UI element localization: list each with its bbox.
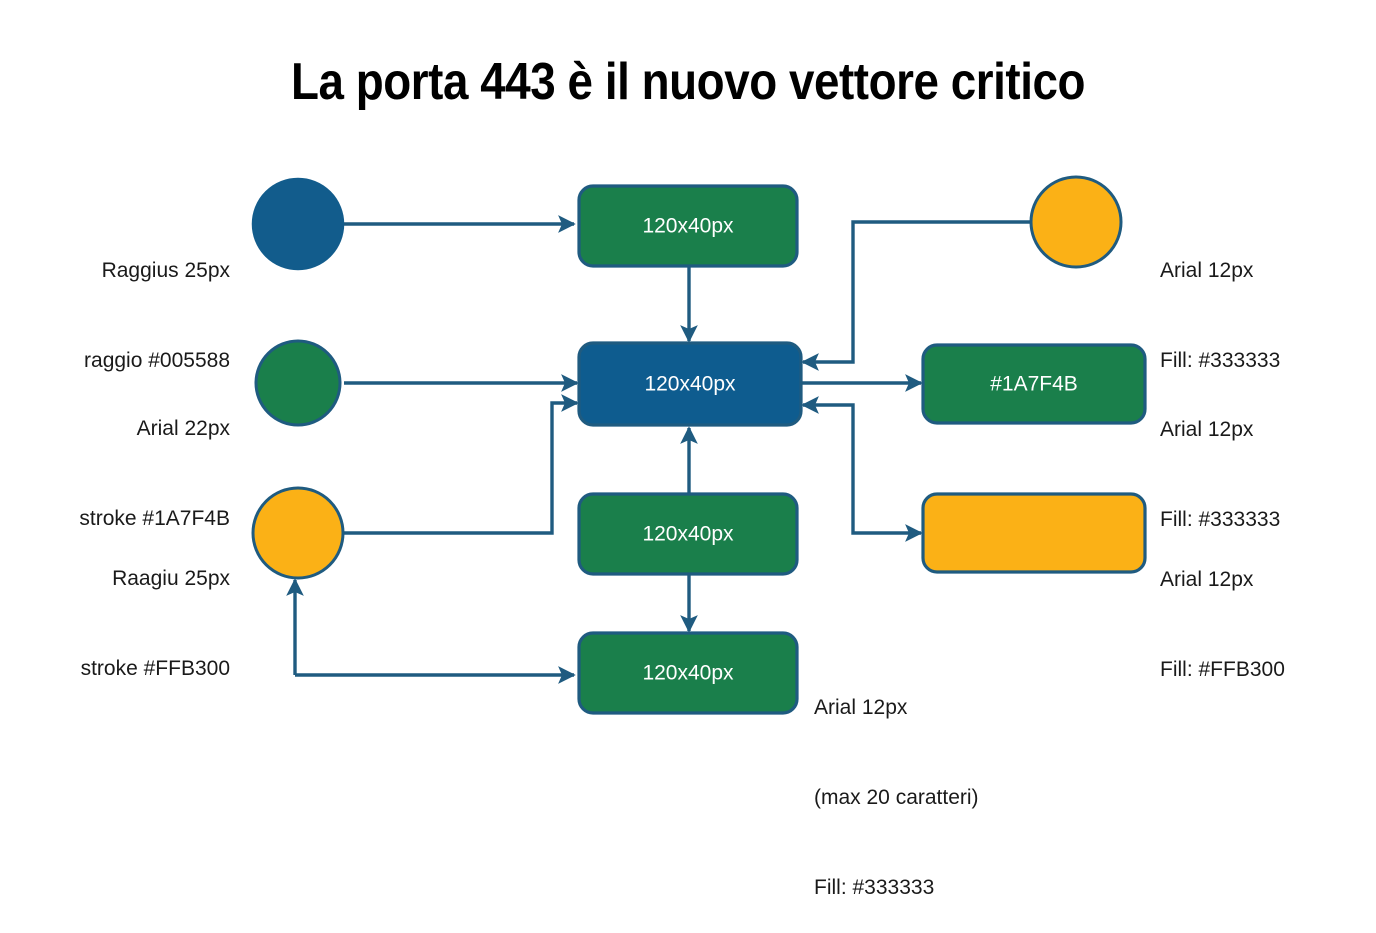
annotation-right-bottom-line1: Arial 12px — [1160, 568, 1254, 591]
annotation-right-top: Arial 12px Fill: #333333 — [1160, 196, 1280, 406]
connector-amber-circle-to-hub — [344, 394, 579, 535]
annotation-left-bottom-line2: stroke #FFB300 — [80, 657, 230, 680]
connector-amber-circle-top-to-hub — [801, 220, 1031, 371]
node-box-right-green[interactable]: #1A7F4B — [921, 343, 1147, 425]
node-box-mid-center[interactable]: 120x40px — [577, 492, 799, 576]
node-box-top-center[interactable]: 120x40px — [577, 184, 799, 268]
annotation-left-top-line1: Raggius 25px — [101, 259, 230, 282]
annotation-left-middle-line1: Arial 22px — [136, 417, 230, 440]
annotation-right-middle: Arial 12px Fill: #333333 — [1160, 355, 1280, 565]
node-circle-amber[interactable] — [251, 486, 345, 580]
annotation-bottom-center-line1: Arial 12px — [814, 696, 908, 719]
connector-hub-to-right-amber-box — [801, 396, 923, 542]
annotation-right-top-line1: Arial 12px — [1160, 259, 1254, 282]
node-box-right-green-label: #1A7F4B — [990, 373, 1078, 396]
annotation-left-middle-line2: stroke #1A7F4B — [79, 507, 230, 530]
node-box-mid-center-shape[interactable] — [577, 492, 799, 576]
connector-group — [286, 215, 1031, 684]
node-box-right-amber[interactable] — [921, 492, 1147, 574]
annotation-bottom-center: Arial 12px (max 20 caratteri) Fill: #333… — [814, 633, 979, 933]
node-box-hub[interactable]: 120x40px — [577, 341, 803, 427]
node-box-right-green-shape[interactable] — [921, 343, 1147, 425]
node-box-mid-center-label: 120x40px — [642, 523, 734, 546]
node-box-right-amber-shape[interactable] — [921, 492, 1147, 574]
node-box-bottom-center-label: 120x40px — [642, 662, 734, 685]
node-circle-green[interactable] — [254, 339, 342, 427]
node-circle-blue[interactable] — [251, 177, 345, 271]
node-circle-amber-right[interactable] — [1029, 175, 1123, 269]
annotation-left-bottom: Raagiu 25px stroke #FFB300 — [40, 504, 230, 714]
annotation-bottom-center-line3: Fill: #333333 — [814, 876, 935, 899]
annotation-right-middle-line2: Fill: #333333 — [1160, 508, 1281, 531]
page-title: La porta 443 è il nuovo vettore critico — [290, 53, 1086, 111]
annotation-left-top: Raggius 25px raggio #005588 — [40, 196, 230, 406]
node-box-bottom-center-shape[interactable] — [577, 631, 799, 715]
node-box-hub-shape[interactable] — [577, 341, 803, 427]
node-box-top-center-shape[interactable] — [577, 184, 799, 268]
diagram-canvas: 120x40px 120x40px 120x40px 120x40px #1A7… — [251, 175, 1147, 715]
annotation-left-bottom-line1: Raagiu 25px — [112, 567, 230, 590]
annotation-left-middle: Arial 22px stroke #1A7F4B — [40, 354, 230, 564]
annotation-right-bottom: Arial 12px Fill: #FFB300 — [1160, 505, 1285, 715]
annotation-right-top-line2: Fill: #333333 — [1160, 349, 1281, 372]
annotation-right-middle-line1: Arial 12px — [1160, 418, 1254, 441]
annotation-left-top-line2: raggio #005588 — [84, 349, 230, 372]
node-box-bottom-center[interactable]: 120x40px — [577, 631, 799, 715]
annotation-bottom-center-line2: (max 20 caratteri) — [814, 786, 979, 809]
annotation-right-bottom-line2: Fill: #FFB300 — [1160, 658, 1285, 681]
node-box-hub-label: 120x40px — [644, 373, 736, 396]
node-box-top-center-label: 120x40px — [642, 215, 734, 238]
